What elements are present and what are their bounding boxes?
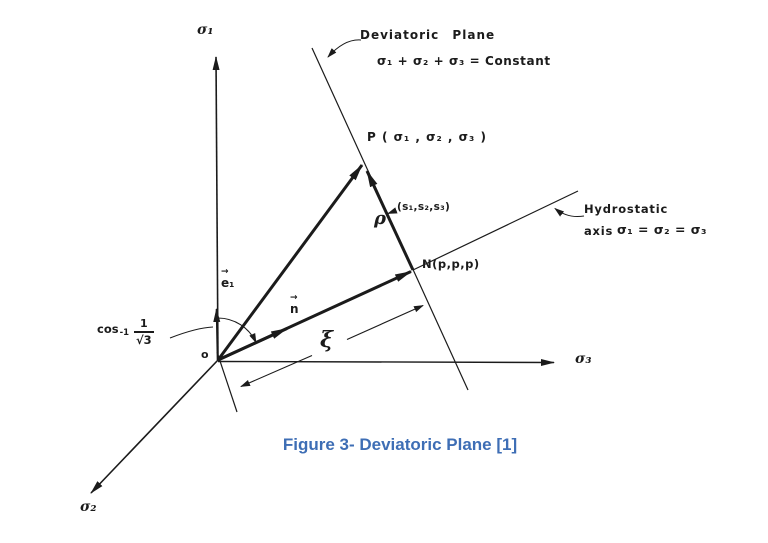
e1-vector-symbol: e₁ bbox=[221, 276, 235, 290]
angle-function: cos bbox=[97, 322, 119, 336]
xi-dimension-right bbox=[346, 304, 424, 341]
sigma3-axis-label: σ₃ bbox=[575, 351, 592, 367]
figure-caption: Figure 3- Deviatoric Plane [1] bbox=[282, 435, 518, 454]
vector-overbar-arrow-icon: → bbox=[290, 293, 298, 303]
xi-label: ξ bbox=[320, 327, 334, 353]
angle-value-label: cos-1 1 √3 bbox=[97, 318, 154, 347]
hydrostatic-label-word2: axis bbox=[584, 224, 614, 238]
rho-deviatoric-vector bbox=[365, 170, 415, 271]
angle-fraction: 1 √3 bbox=[134, 318, 154, 347]
e1-vector-label: → e₁ bbox=[221, 268, 235, 290]
sigma2-axis-label: σ₂ bbox=[80, 499, 97, 515]
hydrostatic-label-leader bbox=[554, 207, 585, 217]
deviatoric-label-leader bbox=[327, 39, 362, 58]
n-vector-label: → n bbox=[290, 294, 299, 316]
hydrostatic-axis-line bbox=[412, 190, 579, 271]
vector-overbar-arrow-icon: → bbox=[221, 267, 229, 277]
sigma1-axis-label: σ₁ bbox=[197, 22, 214, 38]
fraction-denominator: √3 bbox=[136, 333, 152, 347]
point-p-label: P ( σ₁ , σ₂ , σ₃ ) bbox=[367, 130, 487, 144]
n-vector-symbol: n bbox=[290, 302, 299, 316]
deviatoric-components-label: (s₁,s₂,s₃) bbox=[397, 201, 451, 213]
op-stress-vector bbox=[216, 164, 364, 361]
point-n-label: N(p,p,p) bbox=[422, 257, 480, 271]
angle-label-leader bbox=[169, 326, 214, 339]
origin-label: o bbox=[201, 348, 209, 361]
rho-label: ρ bbox=[374, 208, 386, 229]
xi-dimension-left bbox=[240, 354, 313, 388]
origin-tick-line bbox=[216, 351, 238, 413]
deviatoric-plane-equation: σ₁ + σ₂ + σ₃ = Constant bbox=[377, 54, 551, 68]
e1-unit-vector bbox=[213, 308, 221, 361]
angle-exponent: -1 bbox=[119, 328, 130, 338]
sigma3-axis bbox=[217, 358, 555, 366]
fraction-numerator: 1 bbox=[134, 318, 154, 333]
angle-arc bbox=[217, 317, 257, 344]
sigma2-axis bbox=[90, 359, 219, 494]
s-components-leader bbox=[387, 207, 398, 214]
deviatoric-plane-label: Deviatoric Plane bbox=[360, 28, 496, 42]
hydrostatic-label-word1: Hydrostatic bbox=[584, 202, 669, 216]
n-unit-vector bbox=[217, 327, 288, 362]
hydrostatic-axis-equation: σ₁ = σ₂ = σ₃ bbox=[617, 222, 707, 237]
